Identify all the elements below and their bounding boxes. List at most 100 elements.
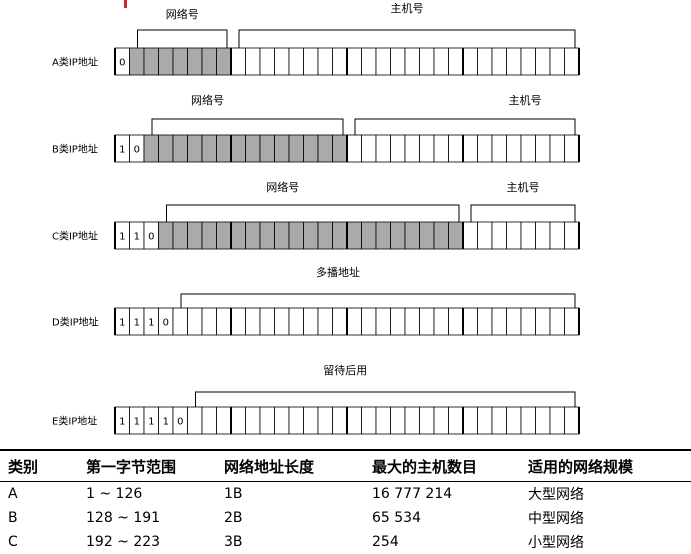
cell-class: A <box>8 486 18 502</box>
network-bit-cell <box>158 221 174 250</box>
bit-cell <box>448 134 464 163</box>
bit-cell <box>332 47 348 76</box>
bit-cell <box>404 406 420 435</box>
network-bit-cell <box>390 221 406 250</box>
prefix-bit: 0 <box>119 58 125 69</box>
network-bit-cell <box>288 134 304 163</box>
bit-cell <box>230 47 246 76</box>
bit-cell <box>404 307 420 336</box>
bit-cell <box>361 47 377 76</box>
bit-cell <box>346 134 362 163</box>
bit-cell <box>346 47 362 76</box>
prefix-bit: 1 <box>119 318 125 329</box>
network-bit-cell <box>303 221 319 250</box>
ip-class-table: 类别 第一字节范围 网络地址长度 最大的主机数目 适用的网络规模 A 1 ~ 1… <box>0 449 691 554</box>
bit-cell <box>390 406 406 435</box>
bit-cell <box>564 134 580 163</box>
class-label-D: D类IP地址 <box>52 316 99 329</box>
bit-cell <box>520 221 536 250</box>
prefix-bit: 0 <box>148 232 154 243</box>
bit-cell <box>332 406 348 435</box>
network-bit-cell <box>158 47 174 76</box>
network-bit-cell <box>332 221 348 250</box>
bit-cell <box>520 406 536 435</box>
network-bit-cell <box>201 221 217 250</box>
field-bracket <box>470 204 576 222</box>
class-label-B: B类IP地址 <box>52 143 98 156</box>
prefix-bit: 1 <box>119 145 125 156</box>
bit-cell <box>245 307 261 336</box>
prefix-bit: 1 <box>119 232 125 243</box>
network-bit-cell <box>361 221 377 250</box>
field-label: 网络号 <box>266 180 299 194</box>
network-bit-cell <box>317 134 333 163</box>
bit-cell <box>375 47 391 76</box>
bit-cell <box>201 406 217 435</box>
bit-cell <box>549 221 565 250</box>
network-bit-cell <box>259 221 275 250</box>
network-bit-cell <box>187 221 203 250</box>
bit-cell <box>462 134 478 163</box>
table-row: B 128 ~ 191 2B 65 534 中型网络 <box>0 506 691 530</box>
bit-cell <box>506 47 522 76</box>
prefix-bit: 1 <box>134 417 140 428</box>
bit-cell <box>433 47 449 76</box>
red-marker <box>124 0 127 8</box>
bit-cell <box>520 307 536 336</box>
network-bit-cell <box>172 47 188 76</box>
bit-cell <box>549 134 565 163</box>
bit-cell <box>535 406 551 435</box>
cell-network-address-length: 3B <box>224 534 243 550</box>
network-bit-cell <box>216 134 232 163</box>
bit-cell <box>259 307 275 336</box>
bit-cell <box>419 307 435 336</box>
bit-cell <box>506 221 522 250</box>
field-label: 网络号 <box>166 7 199 21</box>
bit-cell <box>491 406 507 435</box>
network-bit-cell <box>172 221 188 250</box>
bit-cell <box>433 307 449 336</box>
bit-cell <box>419 134 435 163</box>
bit-cell <box>419 47 435 76</box>
cell-class: C <box>8 534 18 550</box>
network-bit-cell <box>419 221 435 250</box>
network-bit-cell <box>187 47 203 76</box>
bit-cell <box>448 47 464 76</box>
bit-cell <box>404 47 420 76</box>
bit-cell <box>433 134 449 163</box>
bit-cell <box>433 406 449 435</box>
prefix-bit: 1 <box>134 232 140 243</box>
bit-cell <box>274 406 290 435</box>
cell-first-byte-range: 1 ~ 126 <box>86 486 143 502</box>
bit-cell <box>506 307 522 336</box>
network-bit-cell <box>448 221 464 250</box>
network-bit-cell <box>346 221 362 250</box>
bit-cell <box>274 47 290 76</box>
bit-cell <box>216 307 232 336</box>
class-label-C: C类IP地址 <box>52 230 98 243</box>
bit-cell <box>288 406 304 435</box>
bit-cell <box>375 406 391 435</box>
bit-cell <box>535 47 551 76</box>
bit-cell <box>259 406 275 435</box>
bit-cell <box>187 307 203 336</box>
bit-cell <box>448 307 464 336</box>
field-bracket <box>354 118 576 135</box>
network-bit-cell <box>375 221 391 250</box>
prefix-bit: 0 <box>163 318 169 329</box>
bit-cell <box>462 47 478 76</box>
bit-cell <box>332 307 348 336</box>
network-bit-cell <box>143 47 159 76</box>
bit-cell <box>535 221 551 250</box>
network-bit-cell <box>303 134 319 163</box>
header-class: 类别 <box>0 449 86 482</box>
bit-cell <box>506 134 522 163</box>
bit-cell <box>419 406 435 435</box>
bit-cell <box>462 406 478 435</box>
network-bit-cell <box>216 221 232 250</box>
network-bit-cell <box>201 134 217 163</box>
network-bit-cell <box>187 134 203 163</box>
bit-cell <box>549 307 565 336</box>
bit-cell <box>172 307 188 336</box>
